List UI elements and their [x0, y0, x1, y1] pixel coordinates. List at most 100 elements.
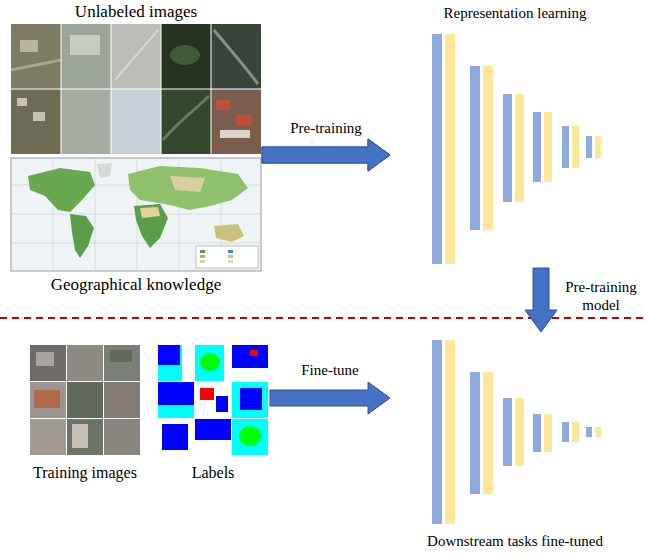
- map-legend-swatch: [228, 260, 233, 263]
- feature-bar: [595, 427, 601, 437]
- tile-detail: [11, 60, 61, 70]
- image-tile: [67, 382, 103, 418]
- block-arrow: [262, 139, 390, 171]
- map-legend-swatch: [200, 260, 205, 263]
- map-graticule: [11, 158, 261, 271]
- feature-bar: [503, 398, 512, 466]
- feature-bar: [544, 112, 552, 182]
- image-tile: [67, 419, 103, 455]
- tile-detail: [236, 115, 252, 125]
- map-legend-box: [196, 246, 258, 268]
- finetuned-bars: [432, 340, 601, 524]
- feature-bar: [572, 422, 579, 442]
- tile-detail: [216, 100, 230, 110]
- feature-bar: [432, 340, 442, 524]
- image-tile: [104, 382, 140, 418]
- feature-bar: [586, 136, 592, 158]
- node-caption: Training images: [33, 463, 137, 483]
- tile-detail: [33, 112, 45, 121]
- map-legend-swatch: [200, 250, 205, 253]
- label-region: [200, 388, 214, 400]
- image-tile: [161, 24, 211, 89]
- image-tile: [11, 24, 61, 89]
- map-land: [170, 176, 205, 192]
- image-tile: [61, 24, 111, 89]
- tile-detail: [20, 40, 38, 52]
- label-region: [162, 424, 188, 450]
- map-land: [70, 214, 94, 258]
- image-tile: [211, 89, 261, 154]
- map-land: [214, 224, 244, 242]
- tile-detail: [214, 30, 258, 84]
- feature-bar: [533, 414, 541, 452]
- tile-detail: [17, 98, 27, 106]
- label-tile: [232, 345, 268, 381]
- image-tile: [111, 24, 161, 89]
- feature-bar: [445, 34, 455, 264]
- feature-bar: [503, 94, 512, 202]
- arrow-label: Pre-training: [271, 119, 381, 137]
- fine-tuned-network: Downstream tasks fine-tuned: [390, 332, 640, 550]
- label-tile: [158, 419, 194, 455]
- feature-bar: [562, 422, 569, 442]
- feature-bar: [445, 340, 455, 524]
- label-region: [200, 353, 220, 371]
- image-tile: [104, 345, 140, 381]
- feature-bar: [562, 126, 569, 168]
- training-image-set: Training images: [28, 343, 142, 483]
- label-region: [158, 345, 180, 365]
- encoder-network: Representation learning: [390, 4, 640, 268]
- label-tile: [158, 345, 194, 381]
- image-tile: [30, 419, 66, 455]
- image-tile: [161, 89, 211, 154]
- label-set: Labels: [156, 343, 270, 483]
- image-collection: Unlabeled images: [10, 2, 262, 155]
- label-region: [240, 388, 262, 410]
- label-tile: [232, 382, 268, 418]
- tile-detail: [34, 390, 60, 408]
- image-tile: [104, 419, 140, 455]
- map-land: [97, 163, 112, 178]
- image-tile: [11, 89, 61, 154]
- tile-detail: [170, 45, 200, 65]
- node-caption: Labels: [192, 463, 235, 483]
- label-region: [195, 440, 231, 455]
- label-region: [158, 405, 194, 418]
- tile-detail: [70, 35, 100, 55]
- label-region: [216, 396, 228, 412]
- map-legend-swatch: [228, 255, 233, 258]
- tile-detail: [72, 424, 88, 448]
- map-legend-swatch: [200, 255, 205, 258]
- label-tile: [195, 382, 231, 418]
- block-arrow: [525, 268, 557, 332]
- tile-separator: [11, 24, 261, 154]
- image-tile: [67, 345, 103, 381]
- label-tile: [195, 345, 231, 381]
- feature-bar: [595, 136, 601, 158]
- tile-detail: [36, 352, 54, 366]
- node-caption: Representation learning: [444, 4, 587, 22]
- node-caption: Downstream tasks fine-tuned: [427, 532, 603, 550]
- block-arrow: [270, 382, 390, 414]
- feature-bar: [432, 34, 442, 264]
- feature-bar: [515, 94, 524, 202]
- image-tile: [30, 345, 66, 381]
- feature-bar: [544, 414, 552, 452]
- feature-bar: [470, 66, 480, 230]
- training-tiles: [30, 345, 140, 455]
- map-land: [134, 204, 168, 248]
- map-frame: [11, 158, 261, 271]
- label-tile: [232, 419, 268, 455]
- feature-bar: [572, 126, 579, 168]
- image-tile: [61, 89, 111, 154]
- feature-bar: [483, 66, 493, 230]
- feature-bar: [470, 372, 480, 494]
- label-tile: [158, 382, 194, 418]
- label-tiles: [158, 345, 268, 455]
- feature-bar: [515, 398, 524, 466]
- arrow-label: Pre-training model: [560, 278, 642, 314]
- arrow-label: Fine-tune: [275, 361, 385, 379]
- world-map: [11, 158, 261, 271]
- map-land: [128, 166, 248, 210]
- node-caption: Unlabeled images: [75, 2, 197, 22]
